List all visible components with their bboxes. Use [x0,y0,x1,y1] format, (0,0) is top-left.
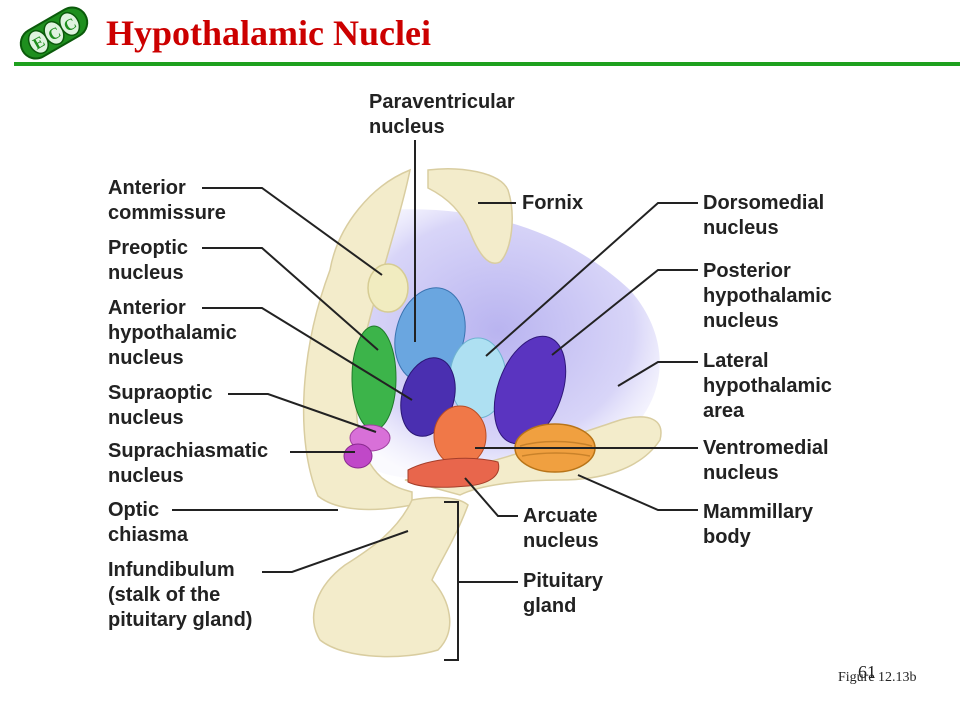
arcuate-nucleus-shape [407,457,500,488]
label-paraventricular-nucleus: Paraventricular nucleus [369,91,515,138]
page-title: Hypothalamic Nuclei [106,13,431,53]
label-arcuate-nucleus: Arcuate nucleus [523,505,599,552]
label-anterior-hypothalamic-nucleus: Anterior hypothalamic nucleus [108,297,237,369]
ventromedial-nucleus-shape [433,405,487,467]
posterior-hypothalamic-nucleus-shape [493,335,567,445]
label-lateral-hypothalamic-area: Lateral hypothalamic area [703,350,832,422]
brain-wall-shape [302,168,413,511]
label-infundibulum: Infundibulum (stalk of the pituitary gla… [108,559,253,631]
mammillary-body-ridges [519,440,593,457]
leader-lines [172,140,698,661]
label-supraoptic-nucleus: Supraoptic nucleus [108,382,213,429]
label-dorsomedial-nucleus: Dorsomedial nucleus [703,192,825,239]
page-number: 61 [858,662,876,682]
pituitary-shape [312,496,469,658]
label-fornix: Fornix [522,192,584,214]
preoptic-nucleus-shape [351,325,397,431]
ecc-logo: E C C [19,6,89,60]
anterior-commissure-shape [367,263,409,313]
label-suprachiasmatic-nucleus: Suprachiasmatic nucleus [108,440,269,487]
figure-reference: Figure 12.13b [838,670,917,685]
fornix-shape [427,168,513,264]
suprachiasmatic-nucleus-shape [343,443,373,469]
label-preoptic-nucleus: Preoptic nucleus [108,237,189,284]
label-posterior-hypothalamic-nucleus: Posterior hypothalamic nucleus [703,260,832,332]
label-anterior-commissure: Anterior commissure [108,177,226,224]
label-pituitary-gland: Pituitary gland [523,570,604,617]
label-ventromedial-nucleus: Ventromedial nucleus [703,437,829,484]
label-mammillary-body: Mammillary body [703,501,814,548]
title-rule [14,62,960,66]
label-optic-chiasma: Optic chiasma [108,499,189,546]
